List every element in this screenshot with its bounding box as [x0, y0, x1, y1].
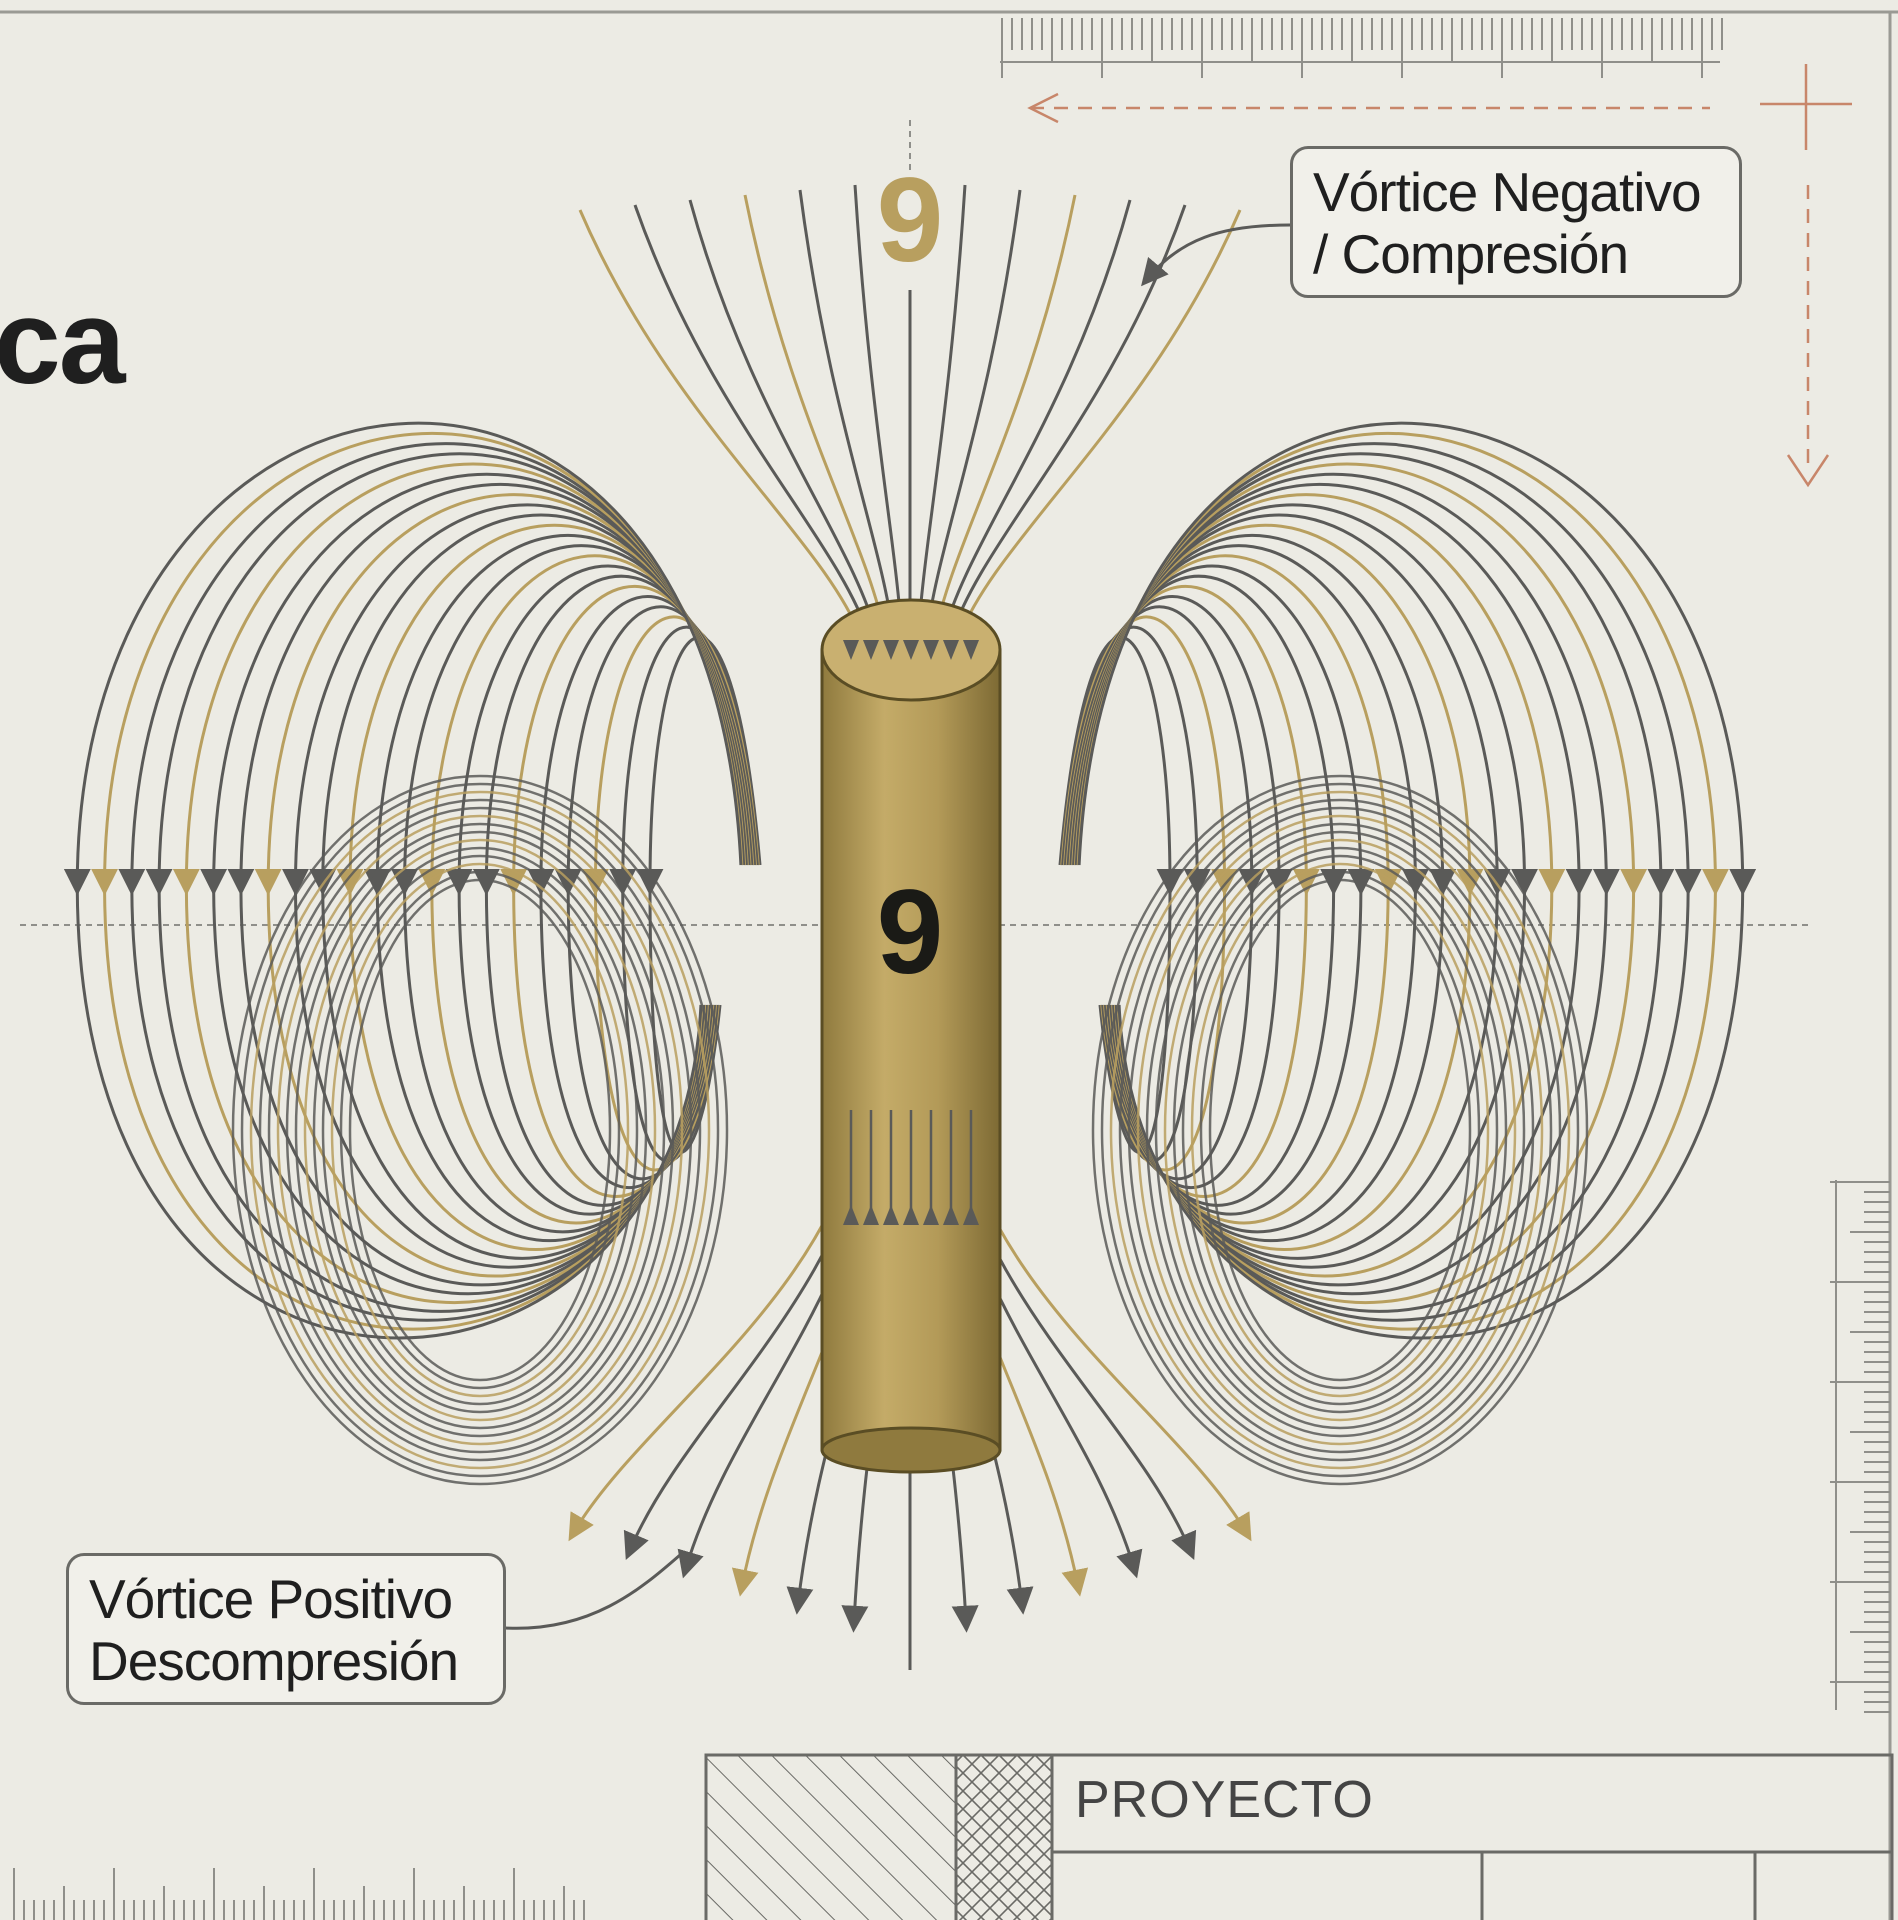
- negative-callout-leader: [1141, 223, 1291, 287]
- positive-vortex-callout: Vórtice Positivo Descompresión: [66, 1553, 506, 1705]
- bottom-ruler-icon: [13, 1868, 585, 1920]
- core-cylinder: [820, 598, 1002, 1474]
- torus-field-lines: [63, 184, 1757, 1633]
- core-number-label: 9: [876, 865, 944, 999]
- negative-vortex-line2: / Compresión: [1313, 223, 1629, 285]
- top-number-label: 9: [876, 153, 944, 287]
- project-label: PROYECTO: [1075, 1771, 1374, 1829]
- crosshatch-pattern-icon: [954, 1753, 1054, 1920]
- positive-callout-leader: [505, 1553, 681, 1630]
- positive-vortex-line1: Vórtice Positivo: [89, 1568, 453, 1630]
- heading-fragment: ca: [0, 275, 125, 409]
- hatch-pattern-icon: [704, 1753, 958, 1920]
- top-ruler-icon: [1000, 18, 1723, 78]
- positive-vortex-line2: Descompresión: [89, 1630, 459, 1692]
- right-ruler-icon: [1830, 1180, 1890, 1713]
- title-block: [704, 1753, 1894, 1920]
- negative-vortex-line1: Vórtice Negativo: [1313, 161, 1702, 223]
- dimension-arrow-icon: [1027, 64, 1852, 488]
- negative-vortex-callout: Vórtice Negativo / Compresión: [1290, 146, 1742, 298]
